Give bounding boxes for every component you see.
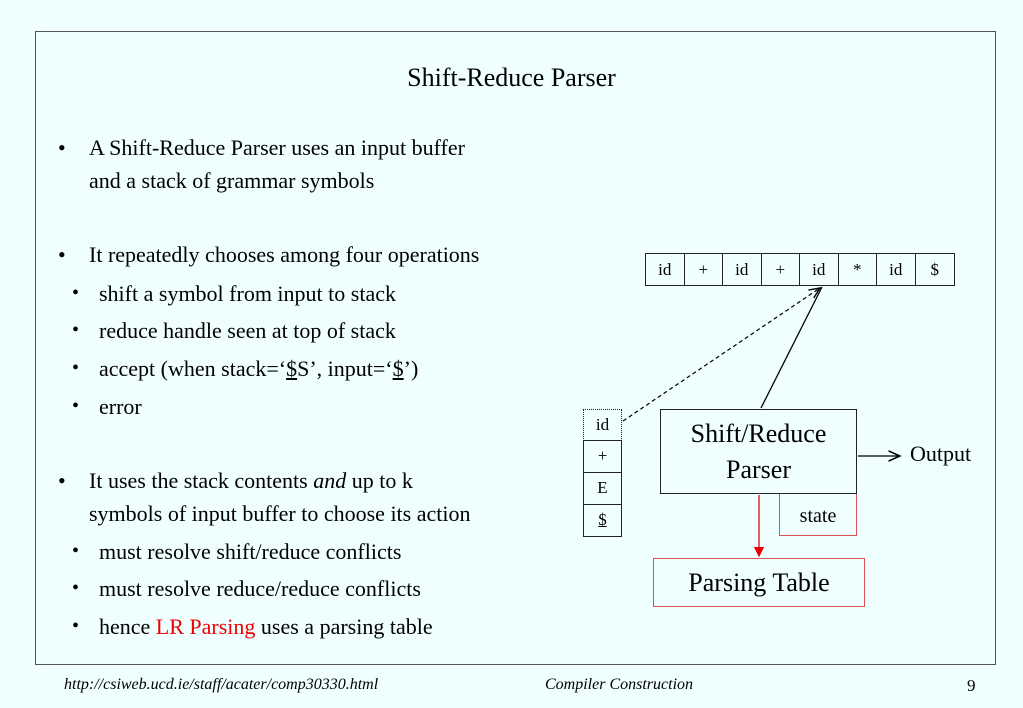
stack-cell: +	[583, 441, 622, 473]
input-buffer-cell: id	[646, 254, 685, 285]
bullet-icon: •	[58, 242, 66, 267]
sub-bullet-hence: • hence LR Parsing uses a parsing table	[72, 610, 433, 643]
footer-url: http://csiweb.ucd.ie/staff/acater/comp30…	[64, 676, 379, 693]
bullet-icon: •	[72, 395, 80, 417]
bullet-3-line-2: symbols of input buffer to choose its ac…	[89, 501, 471, 526]
bullet-icon: •	[72, 615, 80, 637]
sub-bullet-error: • error	[72, 390, 142, 423]
parsing-table-box: Parsing Table	[653, 558, 865, 607]
shift-reduce-parser-box: Shift/Reduce Parser	[660, 409, 857, 494]
bullet-icon: •	[72, 577, 80, 599]
input-buffer-cell: id	[877, 254, 916, 285]
bullet-icon: •	[72, 319, 80, 341]
parse-stack: id + E $	[583, 409, 622, 537]
stack-cell-bottom: $	[583, 505, 622, 537]
bullet-icon: •	[72, 282, 80, 304]
bullet-icon: •	[72, 540, 80, 562]
slide-title: Shift-Reduce Parser	[407, 63, 616, 92]
sub-bullet-shift: • shift a symbol from input to stack	[72, 277, 396, 310]
bullet-icon: •	[58, 468, 66, 493]
sub-bullet-accept: • accept (when stack=‘$S’, input=‘$’)	[72, 352, 418, 385]
stack-cell-top: id	[583, 409, 622, 441]
parser-to-input-pointer	[760, 286, 823, 409]
stack-top-to-input-dashed-arrow	[622, 288, 820, 422]
parser-label-line-1: Shift/Reduce	[690, 419, 827, 448]
sub-bullet-reduce-reduce: • must resolve reduce/reduce conflicts	[72, 572, 421, 605]
bullet-2: • It repeatedly chooses among four opera…	[58, 238, 479, 271]
state-box: state	[779, 494, 857, 536]
stack-cell: E	[583, 473, 622, 505]
parser-label-line-2: Parser	[726, 455, 791, 484]
input-buffer-cell: id	[800, 254, 839, 285]
slide-frame	[35, 31, 996, 665]
output-label: Output	[910, 441, 972, 466]
input-buffer-cell: +	[685, 254, 723, 285]
bullet-icon: •	[72, 357, 80, 379]
input-buffer-cell: $	[930, 260, 940, 279]
input-buffer-cell: id	[723, 254, 762, 285]
input-buffer-cell: +	[762, 254, 800, 285]
input-buffer: id + id + id * id $	[645, 253, 955, 286]
page-number: 9	[967, 676, 976, 695]
bullet-1-line-2: and a stack of grammar symbols	[89, 168, 375, 193]
bullet-icon: •	[58, 135, 66, 160]
sub-bullet-shift-reduce: • must resolve shift/reduce conflicts	[72, 535, 401, 568]
sub-bullet-reduce: • reduce handle seen at top of stack	[72, 314, 396, 347]
bullet-1-line-1: • A Shift-Reduce Parser uses an input bu…	[58, 131, 465, 164]
footer-course: Compiler Construction	[545, 676, 694, 693]
bullet-3-line-1: • It uses the stack contents and up to k	[58, 464, 413, 497]
input-buffer-cell: *	[839, 254, 877, 285]
